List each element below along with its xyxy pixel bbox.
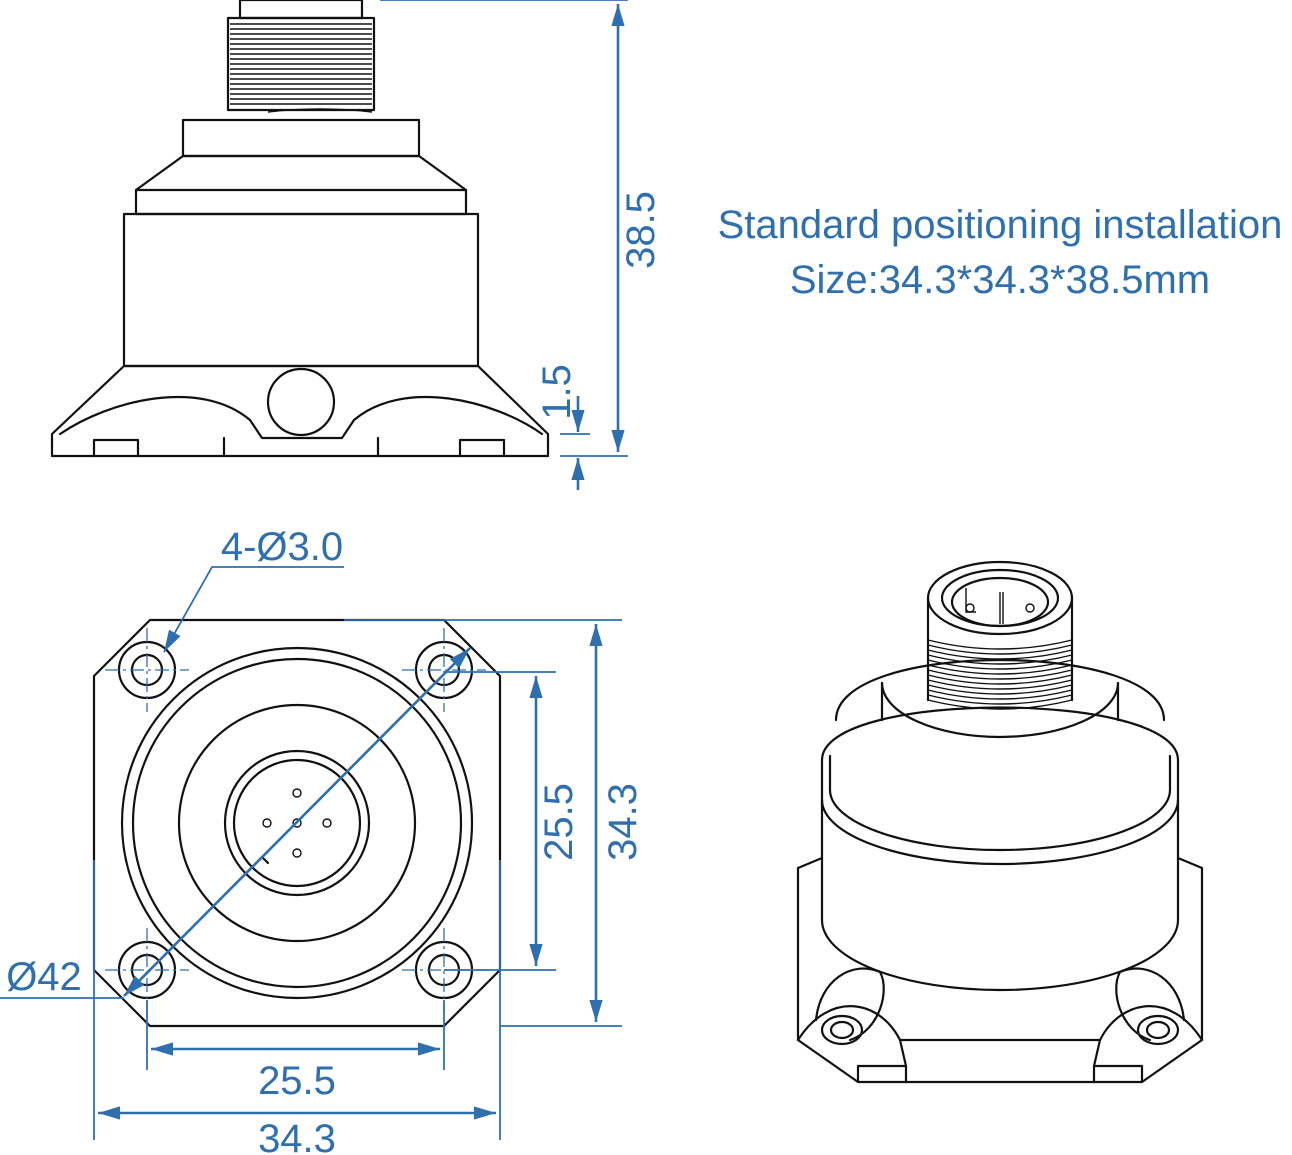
isometric-view xyxy=(796,560,1204,1084)
hole-spacing-vertical-label: 25.5 xyxy=(537,783,581,861)
height-label: 38.5 xyxy=(619,191,663,269)
width-vertical-label: 34.3 xyxy=(601,783,645,861)
collar xyxy=(181,118,421,158)
side-dimensions: 38.5 1.5 xyxy=(380,0,663,490)
top-dimensions: 4-Ø3.0 Ø42 25.5 34.3 25.5 34.3 xyxy=(0,525,645,1155)
width-horizontal-label: 34.3 xyxy=(258,1117,336,1155)
note-line-1: Standard positioning installation xyxy=(718,203,1283,247)
hole-callout-label: 4-Ø3.0 xyxy=(221,525,343,569)
hole-spacing-horizontal-label: 25.5 xyxy=(258,1059,336,1103)
base-offset-label: 1.5 xyxy=(535,364,579,420)
side-bolt-hole xyxy=(266,367,336,437)
base xyxy=(50,364,550,458)
connector-thread xyxy=(226,0,376,113)
side-view xyxy=(50,0,550,458)
note-line-2: Size:34.3*34.3*38.5mm xyxy=(790,258,1210,302)
body xyxy=(122,212,480,368)
neck-bevel xyxy=(134,154,468,216)
diameter-label: Ø42 xyxy=(6,955,82,999)
